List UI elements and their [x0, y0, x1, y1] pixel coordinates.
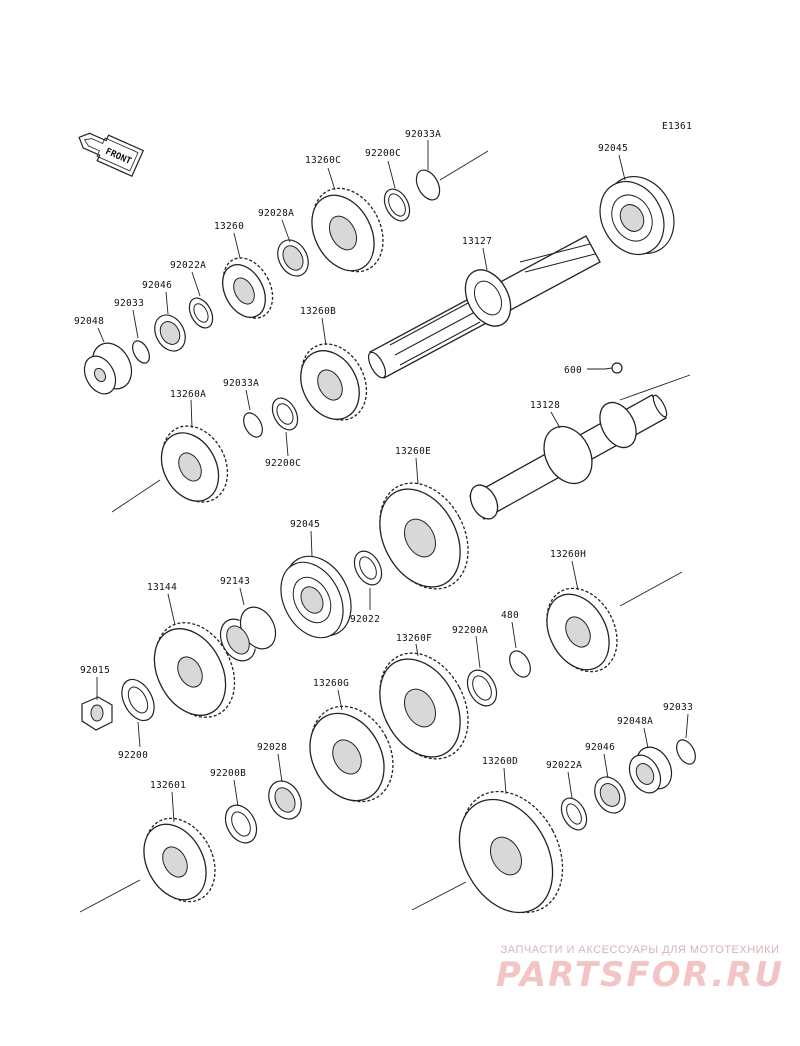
part-label-132601[interactable]: 132601	[150, 780, 186, 791]
washer-92200	[121, 678, 155, 722]
gear-13260	[222, 257, 274, 319]
collar-92048A	[628, 746, 673, 794]
gear-13260H	[546, 587, 618, 673]
watermark-logo: PARTSFOR.RU	[495, 955, 785, 995]
gear-13260B	[300, 343, 368, 421]
part-labels: 92033A 92045 13260C 92200C 92028A 13260 …	[74, 129, 693, 791]
part-label-92045-top[interactable]: 92045	[598, 143, 628, 154]
circlip-92033-bot	[676, 739, 696, 765]
collar-92048	[83, 342, 133, 395]
circlip-480	[509, 650, 531, 678]
circlip-92033-top	[132, 340, 150, 364]
part-label-92048[interactable]: 92048	[74, 316, 104, 327]
part-label-92200A[interactable]: 92200A	[452, 625, 488, 636]
axis-line	[619, 571, 683, 607]
part-label-13260D[interactable]: 13260D	[482, 756, 518, 767]
part-label-92022A-top[interactable]: 92022A	[170, 260, 206, 271]
part-label-92033A-mid[interactable]: 92033A	[223, 378, 259, 389]
needle-bearing-92046-bot	[594, 776, 626, 814]
part-label-92048A[interactable]: 92048A	[617, 716, 653, 727]
part-label-480[interactable]: 480	[501, 610, 519, 621]
gear-13260G	[309, 705, 394, 803]
part-label-92200C-mid[interactable]: 92200C	[265, 458, 301, 469]
part-label-13260H[interactable]: 13260H	[550, 549, 586, 560]
part-label-600[interactable]: 600	[564, 365, 582, 376]
part-label-92033-bot[interactable]: 92033	[663, 702, 693, 713]
part-label-13260C[interactable]: 13260C	[305, 155, 341, 166]
washer-92200C-top	[383, 188, 411, 222]
part-label-92046-bot[interactable]: 92046	[585, 742, 615, 753]
washer-92022	[353, 550, 383, 586]
sleeve-92143	[219, 606, 277, 662]
part-label-13127[interactable]: 13127	[462, 236, 492, 247]
axis-line	[79, 879, 141, 913]
front-arrow-icon: FRONT	[78, 132, 145, 177]
part-label-92033A-top[interactable]: 92033A	[405, 129, 441, 140]
diagram-id: E1361	[662, 121, 692, 132]
part-label-92046-top[interactable]: 92046	[142, 280, 172, 291]
part-label-92015[interactable]: 92015	[80, 665, 110, 676]
gear-13260C	[311, 187, 384, 273]
part-label-92200B[interactable]: 92200B	[210, 768, 246, 779]
leader-lines	[96, 140, 689, 823]
shaft-13128	[469, 394, 668, 520]
circlip-92033A-mid	[243, 412, 263, 438]
part-label-13260G[interactable]: 13260G	[313, 678, 349, 689]
gear-13260F	[379, 652, 469, 760]
gear-13260D	[458, 790, 564, 914]
washer-92200B	[224, 804, 258, 844]
part-label-92022[interactable]: 92022	[350, 614, 380, 625]
part-label-92143[interactable]: 92143	[220, 576, 250, 587]
shaft-13127	[367, 235, 601, 379]
part-label-13260B[interactable]: 13260B	[300, 306, 336, 317]
watermark: ЗАПЧАСТИ И АКСЕССУАРЫ ДЛЯ МОТОТЕХНИКИ PA…	[480, 944, 800, 994]
ball-600	[611, 362, 623, 374]
axis-line	[439, 150, 489, 181]
part-label-92200[interactable]: 92200	[118, 750, 148, 761]
part-label-92028A[interactable]: 92028A	[258, 208, 294, 219]
circlip-92033A-top	[415, 169, 441, 201]
part-label-13128[interactable]: 13128	[530, 400, 560, 411]
part-label-92045-mid[interactable]: 92045	[290, 519, 320, 530]
axis-line	[619, 374, 691, 401]
part-label-92033-top[interactable]: 92033	[114, 298, 144, 309]
gear-13144	[153, 622, 236, 718]
nut-92015	[81, 696, 113, 731]
washer-92022A-bot	[560, 797, 588, 831]
washer-92200C-mid	[271, 397, 299, 431]
part-label-92200C-top[interactable]: 92200C	[365, 148, 401, 159]
part-label-13260A[interactable]: 13260A	[170, 389, 206, 400]
axis-line	[111, 479, 161, 513]
gear-13260E	[379, 482, 469, 590]
part-label-13144[interactable]: 13144	[147, 582, 177, 593]
watermark-subtitle: ЗАПЧАСТИ И АКСЕССУАРЫ ДЛЯ МОТОТЕХНИКИ	[500, 944, 780, 956]
part-label-13260F[interactable]: 13260F	[396, 633, 432, 644]
needle-bearing-92046-top	[154, 314, 186, 352]
washer-92200A	[466, 669, 498, 707]
bushing-92028	[268, 780, 302, 820]
bearing-92045-mid	[280, 555, 352, 639]
part-label-92028[interactable]: 92028	[257, 742, 287, 753]
part-label-13260E[interactable]: 13260E	[395, 446, 431, 457]
part-label-13260[interactable]: 13260	[214, 221, 244, 232]
gear-132601	[143, 817, 216, 903]
axis-line	[411, 881, 467, 911]
gear-13260A	[160, 425, 229, 503]
bearing-92045-top	[599, 176, 675, 255]
washer-92022A-top	[188, 297, 214, 329]
bushing-92028A	[277, 239, 309, 277]
part-label-92022A-bot[interactable]: 92022A	[546, 760, 582, 771]
